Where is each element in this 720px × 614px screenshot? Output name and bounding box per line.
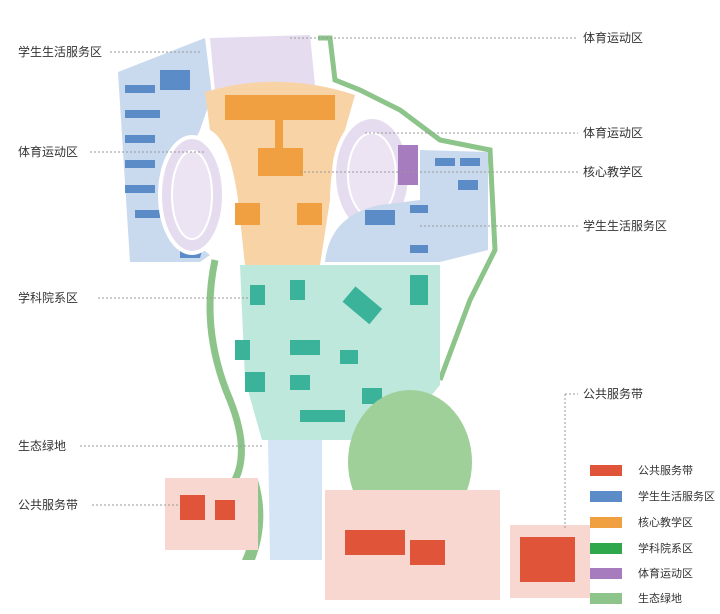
legend-swatch — [590, 490, 622, 502]
green-belt-top — [318, 35, 498, 381]
callout-label: 公共服务带 — [18, 498, 79, 512]
legend-item: 体育运动区 — [590, 565, 693, 581]
zone-student-life-left — [118, 38, 212, 262]
zone-sports-top — [210, 35, 315, 92]
callout-label: 体育运动区 — [583, 126, 644, 140]
legend-label: 生态绿地 — [638, 592, 682, 605]
legend-swatch — [590, 592, 622, 604]
legend-item: 学科院系区 — [590, 540, 693, 556]
legend-item: 公共服务带 — [590, 462, 693, 478]
callout-label: 生态绿地 — [18, 439, 67, 453]
zone-public-left — [165, 478, 258, 550]
legend-swatch — [590, 464, 622, 476]
legend-label: 体育运动区 — [638, 567, 693, 580]
legend-swatch — [590, 542, 622, 554]
callout-label: 学科院系区 — [18, 291, 79, 305]
callout-label: 学生生活服务区 — [583, 219, 668, 233]
callout-label: 核心教学区 — [583, 165, 644, 179]
legend-label: 核心教学区 — [638, 516, 693, 529]
legend-item: 生态绿地 — [590, 590, 682, 606]
legend-swatch — [590, 567, 622, 579]
green-belt-left — [206, 259, 245, 482]
callout-label: 学生生活服务区 — [18, 45, 103, 59]
callout-label: 体育运动区 — [583, 31, 644, 45]
lake — [268, 440, 322, 560]
legend-label: 学生生活服务区 — [638, 490, 715, 503]
callout-label: 公共服务带 — [583, 387, 644, 401]
legend-swatch — [590, 516, 622, 528]
callout-lines — [80, 37, 578, 530]
legend-item: 核心教学区 — [590, 514, 693, 530]
legend-label: 学科院系区 — [638, 542, 693, 555]
zone-student-life-right — [325, 150, 488, 262]
legend-label: 公共服务带 — [638, 464, 693, 477]
callout-label: 体育运动区 — [18, 145, 79, 159]
legend-item: 学生生活服务区 — [590, 488, 715, 504]
